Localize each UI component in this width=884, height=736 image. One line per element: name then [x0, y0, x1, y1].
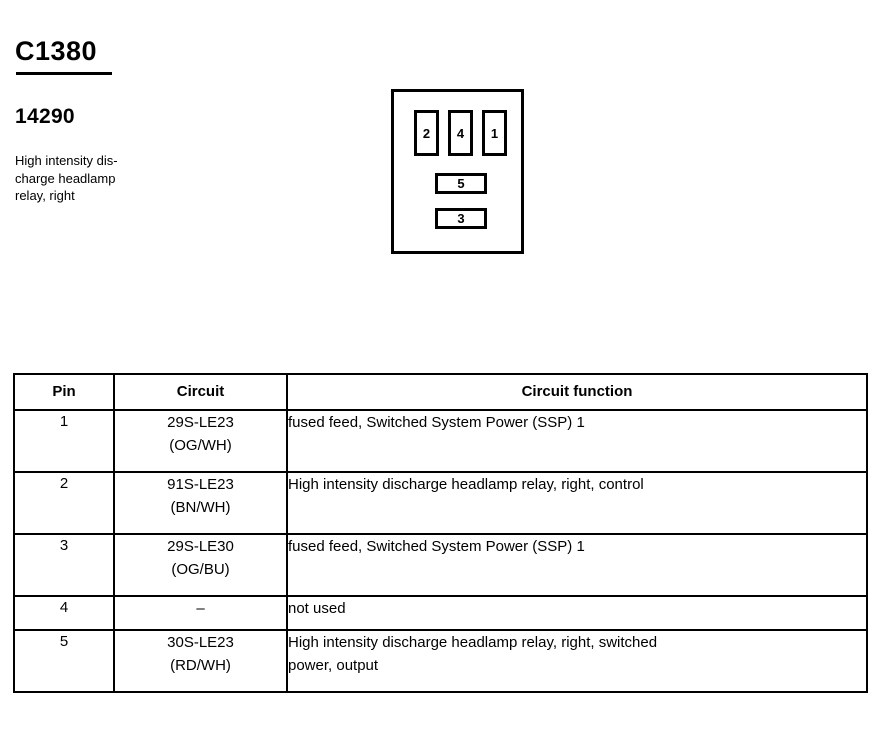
column-header-function: Circuit function — [286, 373, 868, 411]
function-line: fused feed, Switched System Power (SSP) … — [288, 414, 585, 431]
connector-pin-slot-4: 4 — [448, 110, 473, 156]
circuit-code: 29S-LE23 — [167, 414, 234, 431]
table-row: 3 29S-LE30 (OG/BU) fused feed, Switched … — [13, 533, 868, 597]
cell-circuit: 29S-LE30 (OG/BU) — [113, 533, 288, 597]
component-description: High intensity dis- charge headlamp rela… — [15, 152, 175, 205]
function-line: fused feed, Switched System Power (SSP) … — [288, 538, 585, 555]
function-line: power, output — [288, 657, 379, 674]
cell-pin: 4 — [13, 595, 115, 631]
connector-id-heading: C1380 — [15, 36, 98, 66]
circuit-code: 29S-LE30 — [167, 538, 234, 555]
connector-pin-slot-1: 1 — [482, 110, 507, 156]
description-line: charge headlamp — [15, 170, 116, 186]
circuit-color: (OG/WH) — [169, 437, 232, 454]
cell-circuit: 29S-LE23 (OG/WH) — [113, 409, 288, 473]
cell-function: fused feed, Switched System Power (SSP) … — [286, 409, 868, 473]
part-number: 14290 — [15, 105, 75, 128]
description-line: relay, right — [15, 188, 75, 203]
circuit-code: – — [196, 600, 205, 617]
description-line: High intensity dis- — [15, 153, 118, 168]
table-row: 2 91S-LE23 (BN/WH) High intensity discha… — [13, 471, 868, 535]
cell-pin: 2 — [13, 471, 115, 535]
cell-function: High intensity discharge headlamp relay,… — [286, 471, 868, 535]
circuit-code: 30S-LE23 — [167, 634, 234, 651]
pin-assignment-table: Pin Circuit Circuit function 1 29S-LE23 … — [13, 373, 868, 693]
function-line: not used — [288, 600, 346, 617]
cell-circuit: 91S-LE23 (BN/WH) — [113, 471, 288, 535]
cell-pin: 5 — [13, 629, 115, 693]
connector-pin-slot-3: 3 — [435, 208, 487, 229]
cell-pin: 1 — [13, 409, 115, 473]
circuit-color: (OG/BU) — [171, 561, 230, 578]
table-header-row: Pin Circuit Circuit function — [13, 373, 868, 411]
cell-circuit: 30S-LE23 (RD/WH) — [113, 629, 288, 693]
cell-function: not used — [286, 595, 868, 631]
cell-circuit: – — [113, 595, 288, 631]
table-row: 4 – not used — [13, 595, 868, 631]
connector-pin-slot-2: 2 — [414, 110, 439, 156]
connector-face-diagram: 2 4 1 5 3 — [391, 89, 524, 254]
heading-underline-rule — [16, 72, 112, 75]
cell-function: fused feed, Switched System Power (SSP) … — [286, 533, 868, 597]
circuit-color: (BN/WH) — [170, 499, 231, 516]
column-header-pin: Pin — [13, 373, 115, 411]
cell-function: High intensity discharge headlamp relay,… — [286, 629, 868, 693]
cell-pin: 3 — [13, 533, 115, 597]
table-row: 1 29S-LE23 (OG/WH) fused feed, Switched … — [13, 409, 868, 473]
circuit-code: 91S-LE23 — [167, 476, 234, 493]
function-line: High intensity discharge headlamp relay,… — [288, 476, 644, 493]
column-header-circuit: Circuit — [113, 373, 288, 411]
circuit-color: (RD/WH) — [170, 657, 231, 674]
connector-pin-slot-5: 5 — [435, 173, 487, 194]
table-row: 5 30S-LE23 (RD/WH) High intensity discha… — [13, 629, 868, 693]
function-line: High intensity discharge headlamp relay,… — [288, 634, 658, 651]
